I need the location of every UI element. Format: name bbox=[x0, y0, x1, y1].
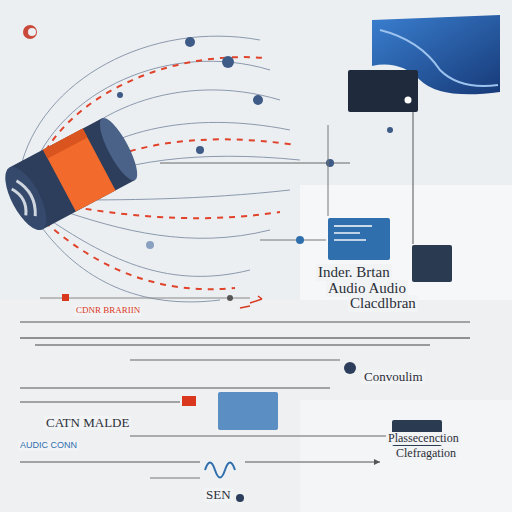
label-text: AUDIC CONN bbox=[18, 441, 79, 451]
label-text: CATN MALDE bbox=[44, 416, 131, 430]
label-text: Clacdlbran bbox=[348, 295, 418, 312]
label-text: Clefragation bbox=[394, 447, 458, 460]
label-text: Convoulim bbox=[362, 370, 425, 384]
label-text: CDNR BRARIIN bbox=[74, 306, 142, 316]
label-text: Inder. Brtan bbox=[316, 264, 392, 281]
label-text: Plassecenction bbox=[386, 432, 461, 445]
label-text: SEN bbox=[204, 488, 233, 502]
